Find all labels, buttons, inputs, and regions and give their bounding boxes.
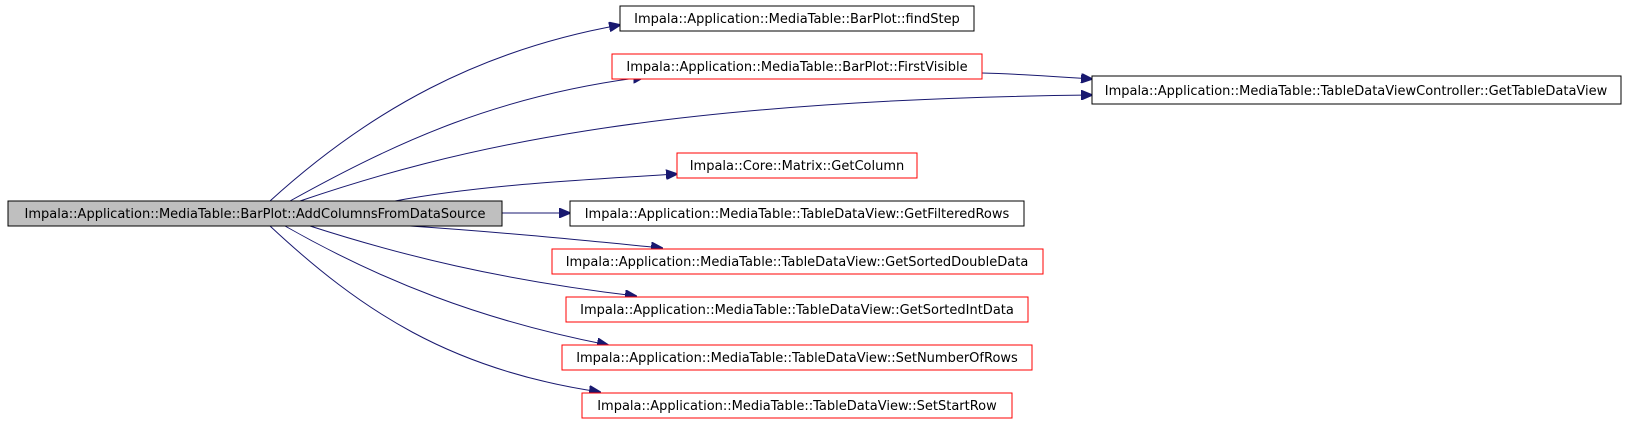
node-label: Impala::Application::MediaTable::BarPlot… [634,12,960,27]
node-setNumberOfRows[interactable]: Impala::Application::MediaTable::TableDa… [561,344,1033,371]
edge-root-firstVisible [289,77,644,202]
node-label: Impala::Application::MediaTable::TableDa… [597,399,997,414]
node-setStartRow[interactable]: Impala::Application::MediaTable::TableDa… [581,392,1013,419]
node-label: Impala::Application::MediaTable::TableDa… [1105,84,1608,99]
edge-root-findStep [269,25,620,202]
node-label: Impala::Application::MediaTable::TableDa… [576,351,1018,366]
node-box [581,392,1013,419]
edge-root-setStartRow [269,225,600,392]
node-label: Impala::Application::MediaTable::BarPlot… [626,60,967,75]
node-getColumn[interactable]: Impala::Core::Matrix::GetColumn [676,152,918,179]
edges [269,25,1092,392]
node-label: Impala::Application::MediaTable::TableDa… [585,207,1010,222]
node-label: Impala::Application::MediaTable::BarPlot… [25,207,486,222]
node-box [611,53,983,80]
node-getFilteredRows[interactable]: Impala::Application::MediaTable::TableDa… [569,200,1025,227]
edge-firstVisible-getTableDataView [981,72,1092,79]
node-label: Impala::Core::Matrix::GetColumn [690,159,905,174]
node-findStep[interactable]: Impala::Application::MediaTable::BarPlot… [619,5,975,32]
node-box [565,296,1029,323]
node-box [551,248,1044,275]
edge-root-setNumberOfRows [284,225,608,345]
edge-root-getSortedIntData [309,225,636,296]
node-box [7,200,503,227]
node-label: Impala::Application::MediaTable::TableDa… [566,255,1029,270]
node-box [1091,75,1622,105]
node-getSortedIntData[interactable]: Impala::Application::MediaTable::TableDa… [565,296,1029,323]
edge-root-getColumn [394,174,677,202]
node-box [569,200,1025,227]
node-label: Impala::Application::MediaTable::TableDa… [580,303,1014,318]
node-firstVisible[interactable]: Impala::Application::MediaTable::BarPlot… [611,53,983,80]
edge-root-getTableDataView [299,95,1092,202]
node-getSortedDoubleData[interactable]: Impala::Application::MediaTable::TableDa… [551,248,1044,275]
node-getTableDataView[interactable]: Impala::Application::MediaTable::TableDa… [1091,75,1622,105]
node-box [619,5,975,32]
edge-root-getSortedDoubleData [409,225,662,248]
node-box [561,344,1033,371]
node-box [676,152,918,179]
node-root[interactable]: Impala::Application::MediaTable::BarPlot… [7,200,503,227]
